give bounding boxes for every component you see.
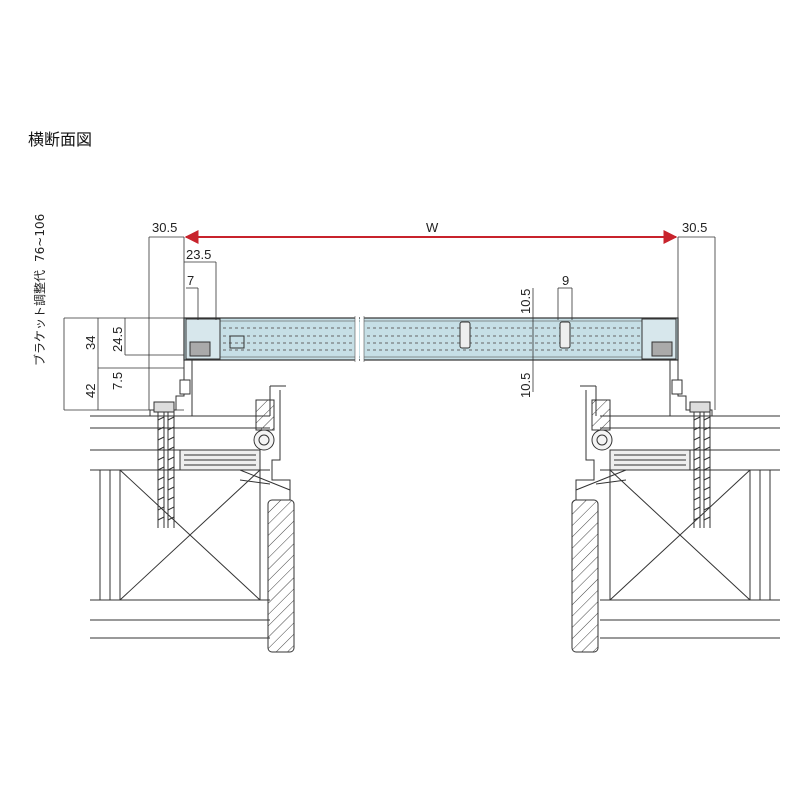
dim-34: 34 xyxy=(83,336,98,350)
dim-10-5-top: 10.5 xyxy=(518,289,533,314)
dim-7-5: 7.5 xyxy=(110,372,125,390)
dim-left-margin: 30.5 xyxy=(152,220,177,235)
dimension-lines xyxy=(63,236,716,411)
rail-panel xyxy=(183,317,679,361)
dim-9: 9 xyxy=(562,273,569,288)
bracket-adjustment-label: ブラケット調整代 76~106 xyxy=(32,214,47,366)
right-frame-structure xyxy=(571,360,780,653)
dim-42: 42 xyxy=(83,384,98,398)
dim-23-5: 23.5 xyxy=(186,247,211,262)
dim-7: 7 xyxy=(187,273,194,288)
left-frame-structure xyxy=(90,360,295,653)
dim-10-5-bottom: 10.5 xyxy=(518,373,533,398)
bracket-range-text: 76~106 xyxy=(33,214,47,262)
page-title: 横断面図 xyxy=(28,130,92,149)
top-rail xyxy=(183,316,679,362)
dim-width: W xyxy=(426,220,439,235)
dim-right-margin: 30.5 xyxy=(682,220,707,235)
bracket-label-text: ブラケット調整代 xyxy=(32,270,47,366)
dim-24-5: 24.5 xyxy=(110,327,125,352)
